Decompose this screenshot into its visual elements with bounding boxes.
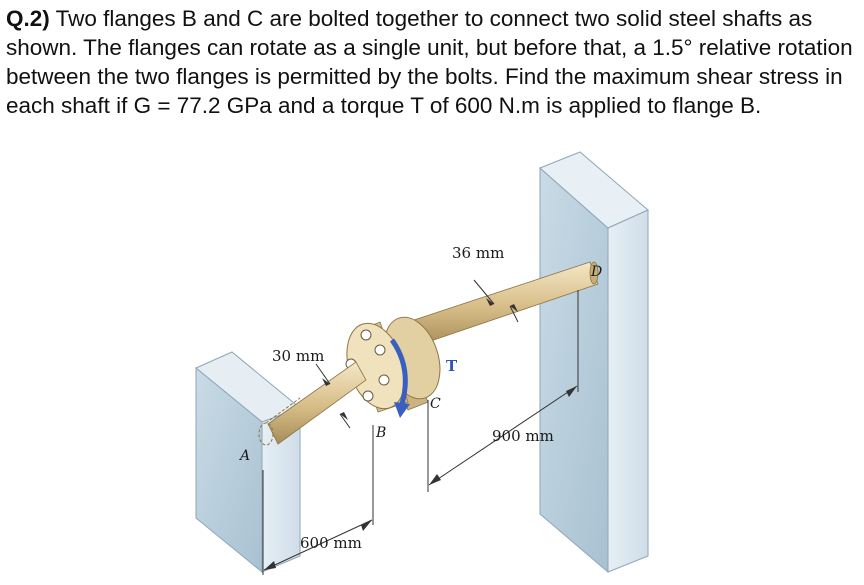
label-b: B [375, 425, 386, 441]
question-number: Q.2) [6, 6, 50, 31]
wall-a [195, 351, 301, 574]
label-c: C [430, 396, 441, 412]
flange-b [345, 321, 410, 418]
torque-arrow [389, 338, 408, 405]
arrowheads [264, 298, 577, 570]
label-d: D [590, 264, 602, 280]
bolt [362, 390, 374, 402]
torque-arrowhead [394, 402, 410, 418]
bolt [378, 374, 390, 386]
bolt [360, 329, 372, 341]
label-a: A [238, 448, 250, 464]
wall-d-front [539, 166, 609, 574]
wall-d-face [607, 209, 649, 573]
dia-left-label: 30 mm [272, 347, 324, 365]
wall-d [539, 151, 649, 574]
question-body: Two flanges B and C are bolted together … [6, 6, 853, 118]
len-left-label: 600 mm [300, 534, 362, 552]
bolt [374, 344, 386, 356]
dia-right-label: 36 mm [452, 244, 504, 262]
label-t: T [446, 357, 458, 375]
question-text: Q.2) Two flanges B and C are bolted toge… [6, 4, 858, 120]
dimension-lines [262, 279, 579, 575]
len-right-label: 900 mm [492, 427, 554, 445]
